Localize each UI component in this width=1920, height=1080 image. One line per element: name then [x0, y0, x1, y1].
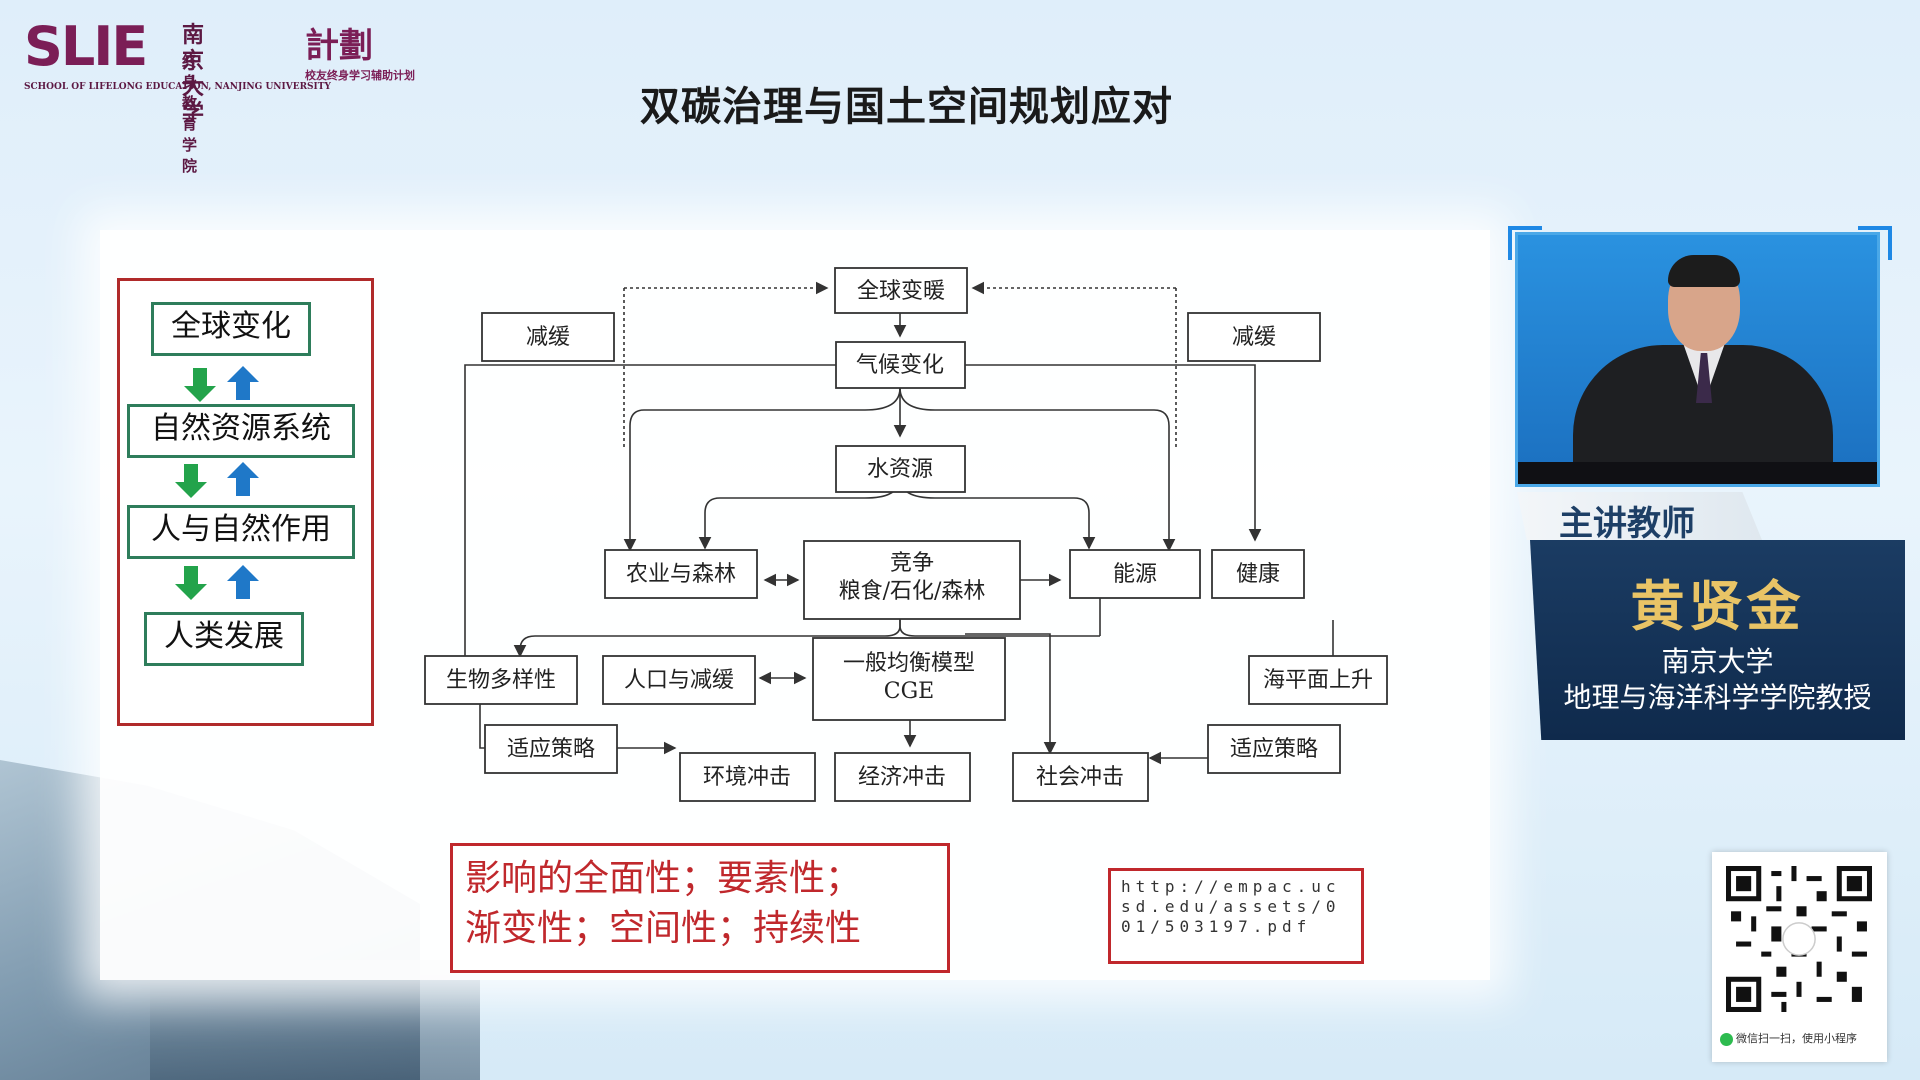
presenter-tie: [1696, 353, 1712, 403]
presenter-name: 黄贤金: [1630, 574, 1805, 638]
page-title: 双碳治理与国土空间规划应对: [640, 83, 1173, 130]
presenter-video: [1515, 232, 1880, 487]
node-adaptation-right: 适应策略: [1230, 737, 1318, 762]
node-population-mitigation: 人口与减缓: [624, 668, 734, 693]
node-competition-items: 粮食/石化/森林: [839, 579, 986, 604]
mini-program-qr[interactable]: 微信扫一扫，使用小程序: [1712, 852, 1887, 1062]
node-biodiversity: 生物多样性: [446, 668, 556, 693]
presenter-university: 南京大学: [1661, 645, 1774, 678]
climate-impact-diagram: 全球变暖 减缓 减缓 气候变化 水资源 农业与森林 竞争 粮食/石化/森林 能源…: [424, 267, 1388, 802]
summary-line-1: 影响的全面性；要素性；: [465, 858, 862, 899]
node-health: 健康: [1236, 562, 1280, 587]
logo-university-name: 南京大学: [182, 22, 205, 126]
node-adaptation-left: 适应策略: [507, 737, 595, 762]
presenter-label-tab: 主讲教师: [1517, 492, 1762, 540]
presenter-name-card: 黄贤金 南京大学 地理与海洋科学学院教授: [1530, 540, 1905, 740]
desk: [1518, 462, 1877, 484]
chain-item-global-change: 全球变化: [151, 302, 311, 356]
frame-corner-decoration: [1858, 226, 1892, 260]
node-climate-change: 气候变化: [856, 353, 944, 378]
node-environmental-impact: 环境冲击: [703, 765, 791, 790]
summary-line-2: 渐变性；空间性；持续性: [465, 908, 862, 949]
arrow-down-icon: [175, 464, 207, 498]
source-url: http://empac.ucsd.edu/assets/001/503197.…: [1108, 868, 1364, 964]
qr-caption-row: 微信扫一扫，使用小程序: [1720, 1030, 1857, 1046]
presenter-hair: [1668, 255, 1740, 287]
logo-wordmark: SLIE: [24, 15, 148, 78]
node-sea-level-rise: 海平面上升: [1263, 668, 1373, 693]
node-agriculture-forest: 农业与森林: [626, 562, 736, 587]
node-mitigation-right: 减缓: [1232, 325, 1276, 350]
frame-corner-decoration: [1508, 226, 1542, 260]
node-energy: 能源: [1113, 562, 1157, 587]
arrow-down-icon: [184, 368, 216, 402]
node-competition: 竞争: [890, 551, 934, 576]
qr-code-icon: [1726, 866, 1872, 1012]
wechat-icon: [1720, 1032, 1733, 1046]
node-water-resources: 水资源: [867, 457, 933, 482]
node-global-warming: 全球变暖: [857, 279, 945, 304]
node-cge: CGE: [884, 679, 934, 704]
node-social-impact: 社会冲击: [1036, 765, 1124, 790]
summary-note: 影响的全面性；要素性； 渐变性；空间性；持续性: [450, 843, 950, 973]
campus-building-background-2: [150, 960, 480, 1080]
arrow-up-icon: [227, 565, 259, 599]
plan-logo-title: 計劃: [305, 26, 373, 66]
qr-caption: 微信扫一扫，使用小程序: [1736, 1032, 1857, 1045]
logo-school-name: 终身教育学院: [182, 52, 198, 175]
arrow-up-icon: [227, 366, 259, 400]
logo-english-name: SCHOOL OF LIFELONG EDUCATION, NANJING UN…: [24, 82, 331, 92]
node-mitigation-left: 减缓: [526, 325, 570, 350]
chain-item-human-development: 人类发展: [144, 612, 304, 666]
school-logo: SLIE 南京大学 终身教育学院 SCHOOL OF LIFELONG EDUC…: [24, 15, 331, 176]
arrow-down-icon: [175, 566, 207, 600]
chain-item-human-nature: 人与自然作用: [127, 505, 355, 559]
presenter-label: 主讲教师: [1559, 504, 1695, 544]
plan-logo: 計劃 校友终身学习辅助计划: [305, 18, 415, 83]
node-economic-impact: 经济冲击: [858, 765, 946, 790]
arrow-up-icon: [227, 462, 259, 496]
chain-item-natural-resources: 自然资源系统: [127, 404, 355, 458]
plan-logo-subtitle: 校友终身学习辅助计划: [305, 69, 415, 82]
node-cge-model: 一般均衡模型: [843, 651, 975, 676]
presenter-title: 地理与海洋科学学院教授: [1563, 681, 1872, 714]
